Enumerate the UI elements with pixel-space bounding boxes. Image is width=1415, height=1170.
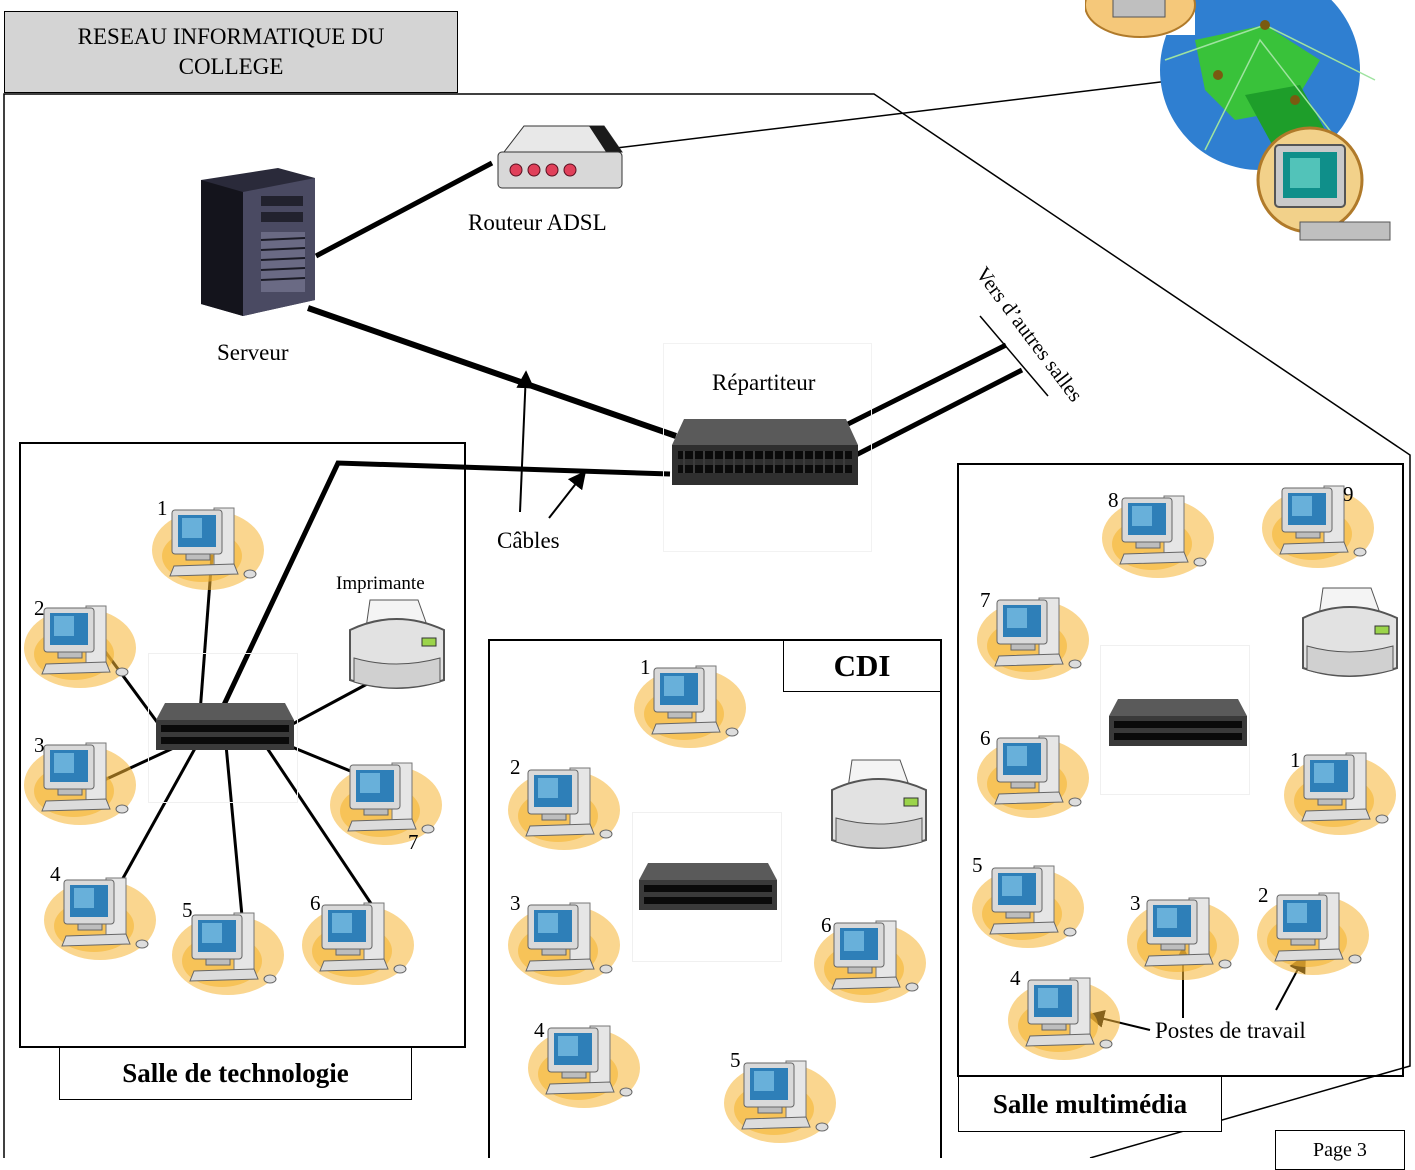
router-icon: [494, 122, 624, 192]
diagram-title: RESEAU INFORMATIQUE DU COLLEGE: [4, 11, 458, 93]
printer-label: Imprimante: [336, 573, 425, 594]
workstation-icon: [42, 870, 160, 962]
page-number: Page 3: [1275, 1130, 1405, 1170]
workstation-number: 4: [1010, 966, 1021, 990]
workstation-number: 2: [34, 596, 45, 620]
multimedia-switch-icon: [1108, 698, 1248, 748]
workstation-number: 5: [182, 898, 193, 922]
tech-printer-icon: [340, 598, 452, 698]
cable-dispatcher-tech: [211, 460, 671, 728]
workstation-number: 6: [980, 726, 991, 750]
workstation-number: 2: [1258, 883, 1269, 907]
workstation-icon: [170, 905, 288, 997]
workstation-number: 6: [821, 913, 832, 937]
workstation-icon: [506, 760, 624, 852]
server-icon: [183, 168, 318, 316]
workstation-icon: [300, 895, 418, 987]
workstation-icon: [975, 590, 1093, 682]
internet-globe-icon: [1085, 0, 1415, 255]
workstation-icon: [1100, 488, 1218, 580]
switch-panel: [632, 812, 782, 962]
workstation-number: 7: [408, 830, 419, 854]
workstation-number: 1: [157, 496, 168, 520]
cable-other-rooms-2: [848, 367, 1024, 461]
workstation-number: 9: [1343, 482, 1354, 506]
workstation-icon: [328, 755, 446, 847]
tech-switch-icon: [155, 702, 295, 752]
workstation-number: 3: [34, 733, 45, 757]
workstation-icon: [150, 500, 268, 592]
workstation-number: 3: [510, 891, 521, 915]
workstation-icon: [812, 913, 930, 1005]
workstation-icon: [22, 598, 140, 690]
dispatcher-panel: [663, 343, 872, 552]
workstation-number: 2: [510, 755, 521, 779]
workstation-number: 5: [730, 1048, 741, 1072]
workstation-icon: [722, 1053, 840, 1145]
cdi-room-label: CDI: [783, 640, 941, 692]
cable-router-internet: [615, 74, 1219, 149]
workstation-number: 8: [1108, 488, 1119, 512]
server-label: Serveur: [217, 340, 289, 365]
cable-arrows: [516, 370, 587, 519]
workstation-number: 4: [534, 1018, 545, 1042]
cdi-printer-icon: [822, 758, 934, 858]
workstations-label: Postes de travail: [1155, 1018, 1306, 1043]
workstation-icon: [1260, 478, 1378, 570]
workstation-number: 7: [980, 588, 991, 612]
college-frame: [3, 93, 1411, 1158]
workstation-icon: [1125, 890, 1243, 982]
switch-panel: [148, 653, 298, 803]
cable-server-router: [314, 160, 494, 259]
workstation-icon: [1282, 745, 1400, 837]
workstation-icon: [1006, 970, 1124, 1062]
workstation-icon: [975, 728, 1093, 820]
workstation-icon: [526, 1018, 644, 1110]
dispatcher-switch-icon: [670, 417, 860, 487]
workstation-number: 1: [640, 655, 651, 679]
workstation-icon: [632, 658, 750, 750]
cables-label: Câbles: [497, 528, 560, 553]
router-label: Routeur ADSL: [468, 210, 607, 235]
workstation-icon: [506, 895, 624, 987]
workstation-icon: [970, 858, 1088, 950]
cdi-switch-icon: [638, 862, 778, 912]
workstation-number: 3: [1130, 891, 1141, 915]
switch-panel: [1100, 645, 1250, 795]
dispatcher-label: Répartiteur: [712, 370, 816, 395]
multimedia-printer-icon: [1293, 586, 1405, 686]
cable-server-dispatcher: [307, 305, 677, 439]
workstation-number: 5: [972, 853, 983, 877]
workstation-number: 1: [1290, 748, 1301, 772]
cable-other-rooms-1: [838, 342, 1008, 431]
workstation-number: 4: [50, 862, 61, 886]
multimedia-room-label: Salle multimédia: [958, 1076, 1222, 1132]
workstation-number: 6: [310, 891, 321, 915]
cdi-room-box: [488, 639, 942, 1158]
other-rooms-tick: [979, 315, 1049, 397]
workstation-icon: [1255, 885, 1373, 977]
workstation-icon: [22, 735, 140, 827]
tech-room-label: Salle de technologie: [59, 1047, 412, 1100]
